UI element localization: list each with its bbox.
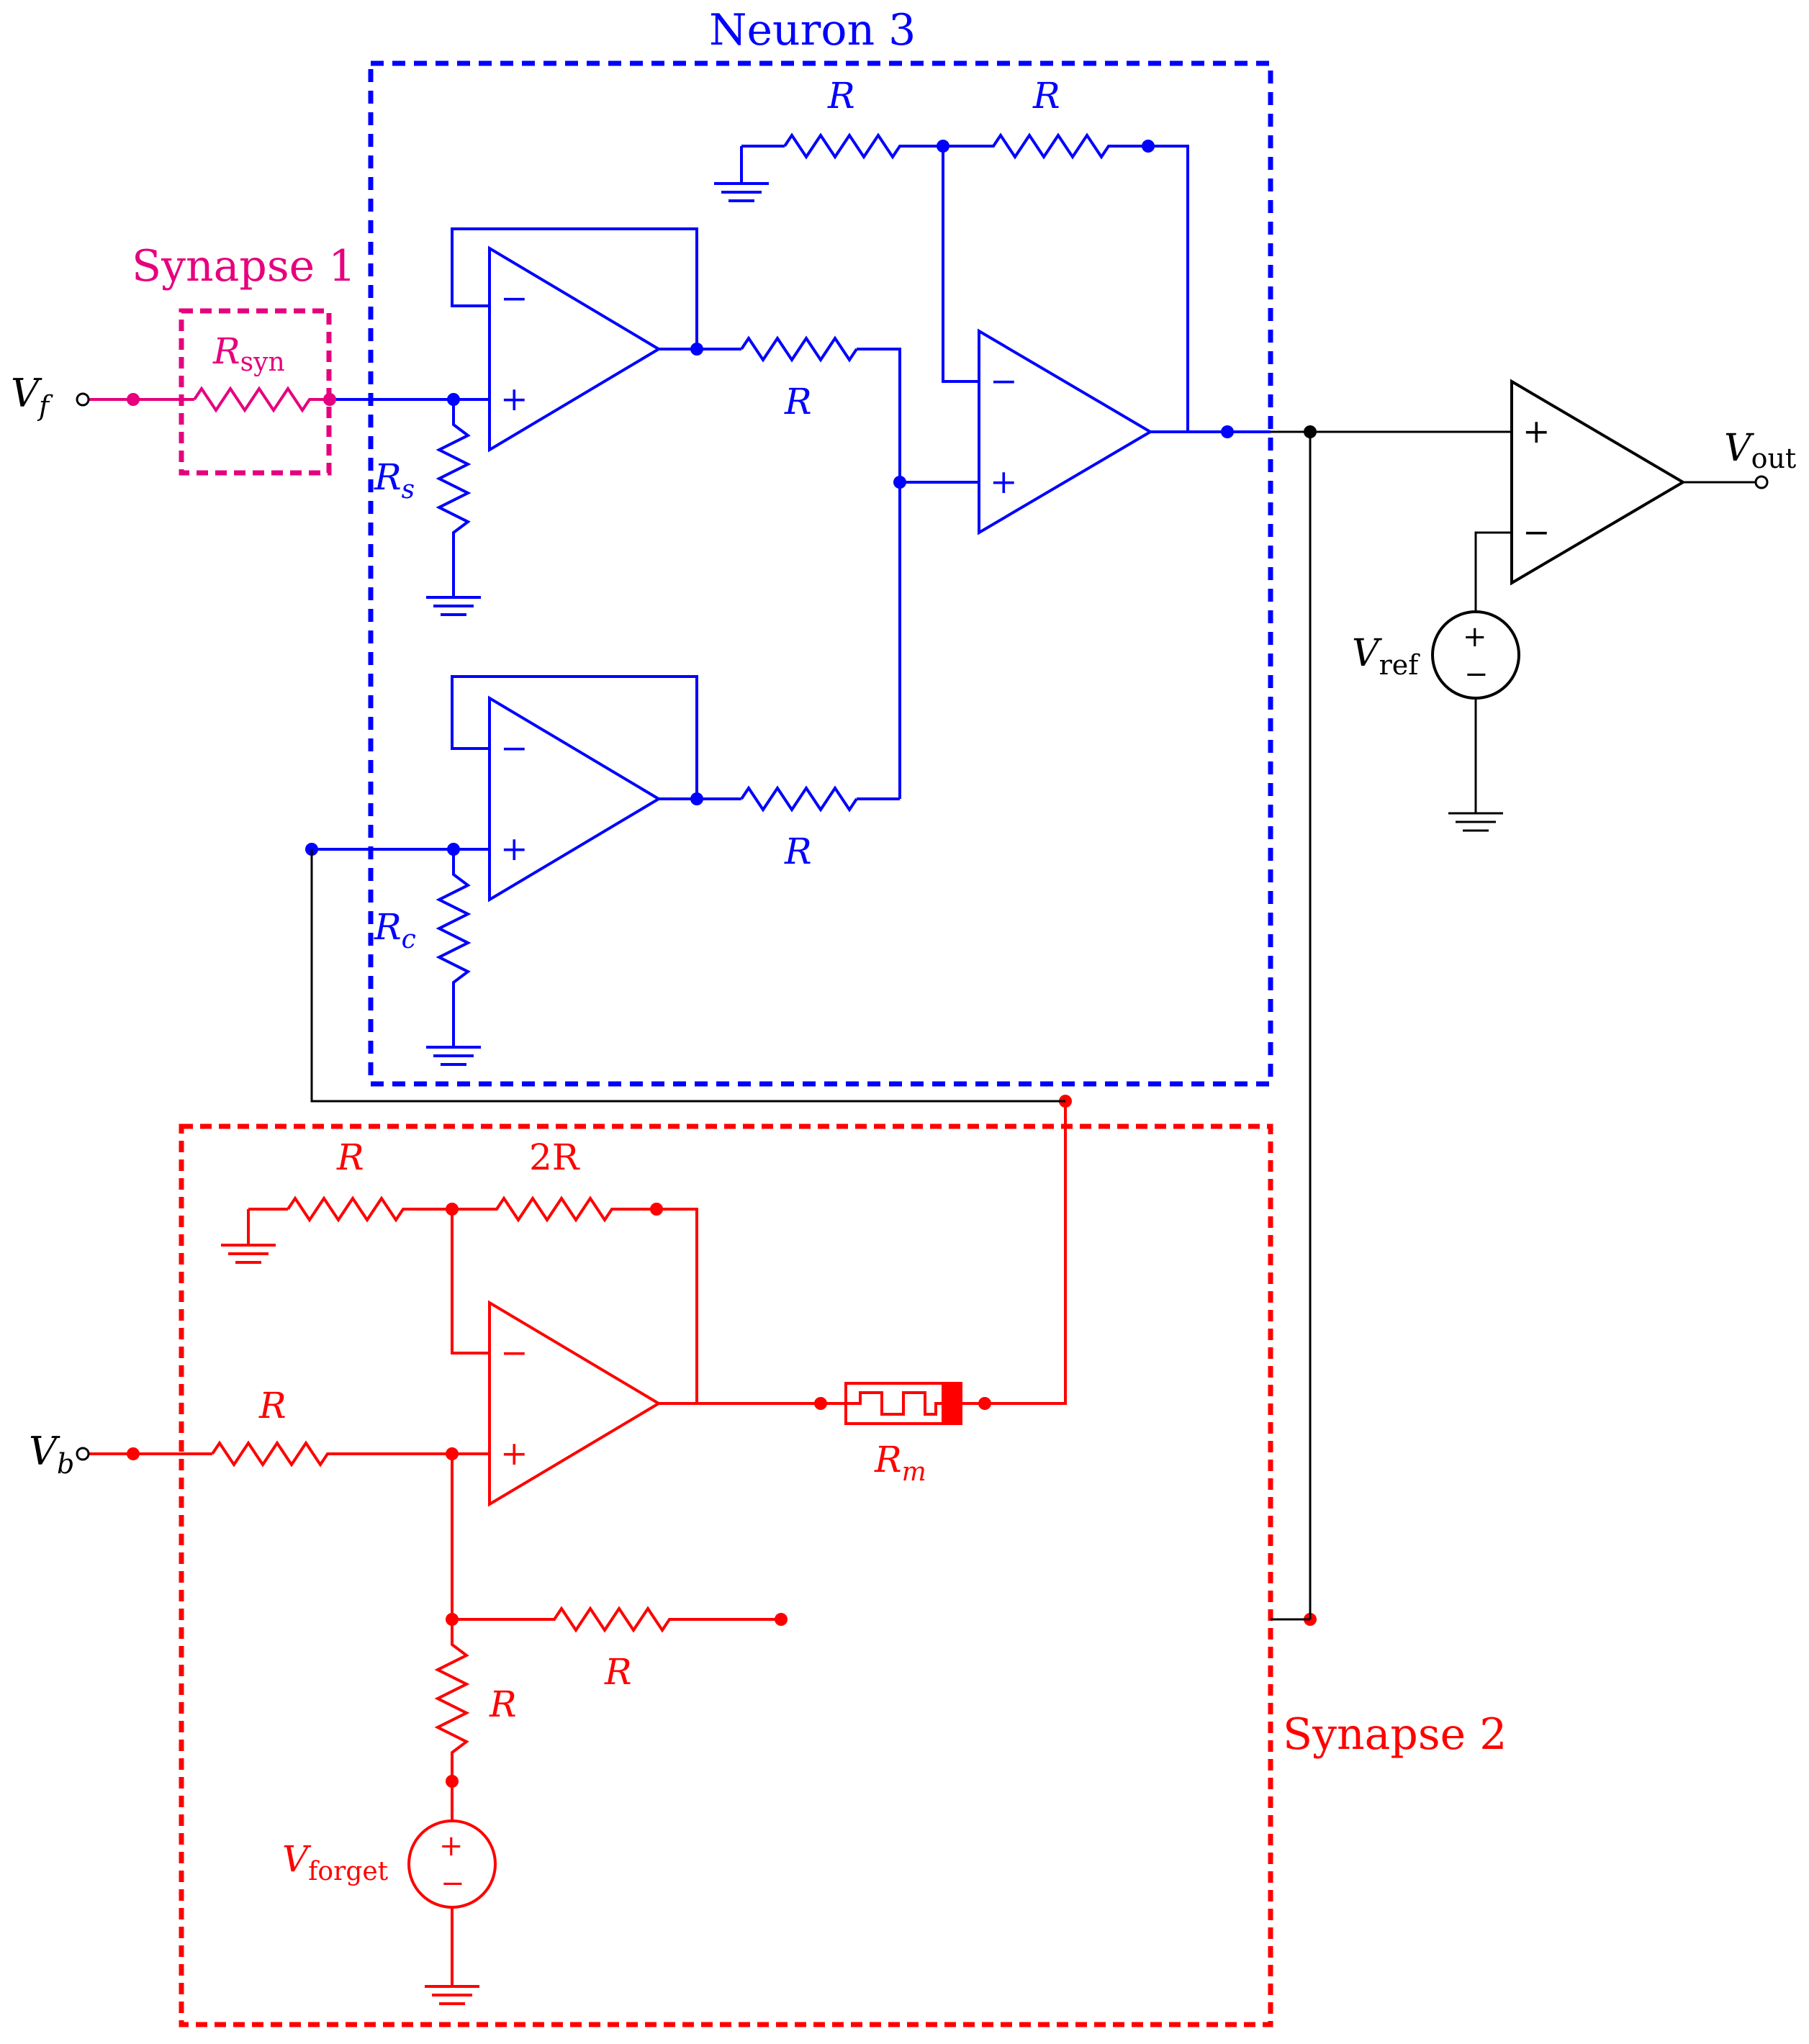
label-rc: Rc xyxy=(374,906,416,954)
opamp-synapse2 xyxy=(488,1300,662,1507)
vforget-minus-sign: − xyxy=(441,1867,465,1900)
opamp-buffer-bottom xyxy=(488,695,662,903)
label-r-upper: R xyxy=(784,381,812,422)
opamp-sum-minus-sign: − xyxy=(990,361,1018,400)
label-r-feedback-top: R xyxy=(1032,75,1060,117)
resistor-r-upper xyxy=(740,335,858,363)
label-rs: Rs xyxy=(374,456,415,505)
opamp-bottom-plus-sign: + xyxy=(500,829,528,868)
resistor-r-lower xyxy=(740,785,858,813)
resistor-r-feedback-bottom xyxy=(452,1606,781,1633)
label-r-lower: R xyxy=(784,831,812,872)
resistor-r-feedback-top xyxy=(943,132,1148,160)
label-vforget: Vforget xyxy=(282,1838,389,1886)
neuron3-box xyxy=(368,60,1273,1087)
vref-plus-sign: + xyxy=(1463,620,1487,654)
opamp-buffer-top xyxy=(488,245,662,453)
label-vf: Vf xyxy=(11,371,53,422)
label-r-feedback-bottom: R xyxy=(604,1651,632,1693)
vref-minus-sign: − xyxy=(1464,658,1489,691)
resistor-r-syn2-ground xyxy=(287,1195,452,1223)
synapse1-circuit xyxy=(76,308,332,476)
opamp-summing xyxy=(978,328,1153,535)
neuron3-title: Neuron 3 xyxy=(709,5,916,55)
opamp-syn2-plus-sign: + xyxy=(500,1434,528,1473)
label-r-vb: R xyxy=(258,1385,287,1426)
opamp-top-plus-sign: + xyxy=(500,379,528,418)
comparator-minus-sign: − xyxy=(1522,512,1551,551)
resistor-r-vforget xyxy=(434,1619,470,1781)
label-2r: 2R xyxy=(529,1136,580,1178)
vforget-plus-sign: + xyxy=(439,1830,464,1863)
resistor-rc xyxy=(436,849,472,1018)
resistor-r-vb xyxy=(211,1440,490,1468)
neuron3-circuit xyxy=(312,60,1273,1087)
synapse2-box xyxy=(179,1123,1273,2027)
synapse2-nodes xyxy=(127,1095,1317,1788)
label-vout: Vout xyxy=(1724,427,1796,474)
opamp-sum-plus-sign: + xyxy=(990,462,1018,501)
opamp-bottom-minus-sign: − xyxy=(500,728,528,767)
label-vb: Vb xyxy=(29,1429,74,1480)
synapse1-box xyxy=(179,308,332,476)
opamp-syn2-minus-sign: − xyxy=(500,1333,528,1372)
resistor-r-ground-top xyxy=(783,132,943,160)
label-r-syn2-ground: R xyxy=(336,1136,364,1178)
opamp-top-minus-sign: − xyxy=(500,279,528,317)
synapse1-title: Synapse 1 xyxy=(132,241,356,291)
resistor-rsyn xyxy=(193,386,330,413)
synapse2-title: Synapse 2 xyxy=(1283,1709,1507,1760)
output-stage xyxy=(310,379,1769,1621)
label-rsyn: Rsyn xyxy=(212,330,285,377)
resistor-2r xyxy=(452,1195,657,1223)
opamp-comparator xyxy=(1510,379,1686,586)
resistor-rs xyxy=(436,399,472,569)
label-r-vforget: R xyxy=(489,1683,517,1725)
neuron3-nodes xyxy=(305,140,1234,856)
synapse2-circuit xyxy=(76,1101,1273,2027)
comparator-plus-sign: + xyxy=(1522,412,1551,451)
label-rm: Rm xyxy=(874,1439,926,1487)
label-vref: Vref xyxy=(1352,632,1420,681)
label-r-ground-top: R xyxy=(827,75,855,117)
